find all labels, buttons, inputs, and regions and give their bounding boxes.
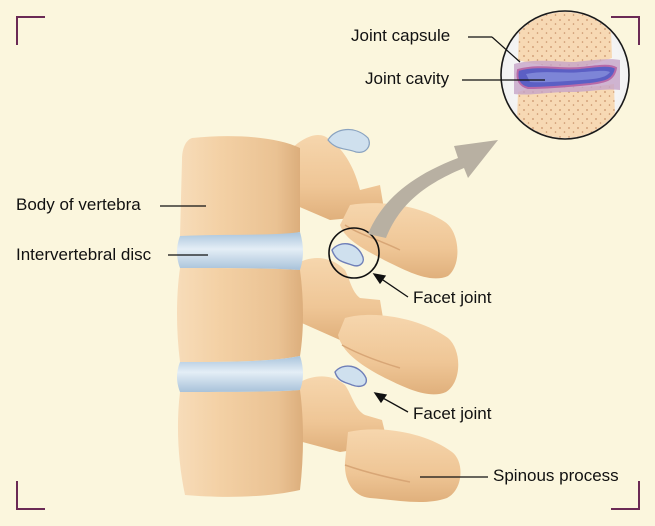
zoom-arrow [368, 140, 498, 238]
joint-inset [500, 10, 630, 140]
body-of-vertebra-label: Body of vertebra [16, 195, 141, 214]
facet-highlight-circle [328, 227, 380, 279]
vertebral-processes [290, 129, 461, 503]
joint-cavity-label: Joint cavity [365, 69, 450, 88]
intervertebral-disc-label: Intervertebral disc [16, 245, 152, 264]
facet-arrows [372, 273, 409, 413]
corner-marks [16, 16, 640, 510]
facet-joint-upper-label: Facet joint [413, 288, 492, 307]
spinous-process-label: Spinous process [493, 466, 619, 485]
leader-lines [160, 36, 545, 478]
vertebral-bodies [177, 136, 303, 497]
joint-capsule-label: Joint capsule [351, 26, 451, 45]
facet-joint-lower-label: Facet joint [413, 404, 492, 423]
intervertebral-discs [177, 232, 303, 392]
